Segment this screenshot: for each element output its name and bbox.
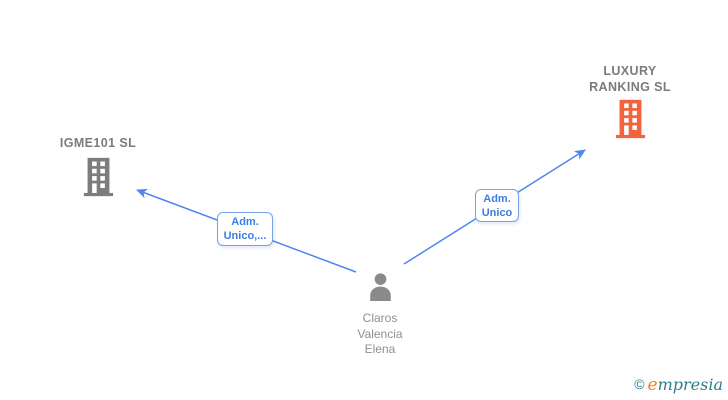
node-person-claros-valencia-elena[interactable]: Claros Valencia Elena [330,273,430,358]
building-icon [38,157,158,202]
brand-logo-initial: e [647,375,658,395]
person-icon [330,273,430,306]
company-name: LUXURY [603,64,657,78]
edge-label-adm-unico-left[interactable]: Adm. Unico,... [217,212,273,246]
company-name: IGME101 SL [59,136,137,150]
copyright-icon: © [634,376,645,392]
empresia-watermark: ©empresia [634,375,723,395]
person-name: Claros Valencia Elena [357,311,403,356]
brand-logo-text: mpresia [657,375,723,394]
node-company-luxury-ranking[interactable]: LUXURY RANKING SL [570,64,690,144]
building-icon [570,99,690,144]
company-name: RANKING SL [589,79,671,94]
edge-label-adm-unico-right[interactable]: Adm. Unico [475,189,519,222]
node-company-igme101[interactable]: IGME101 SL [38,136,158,202]
